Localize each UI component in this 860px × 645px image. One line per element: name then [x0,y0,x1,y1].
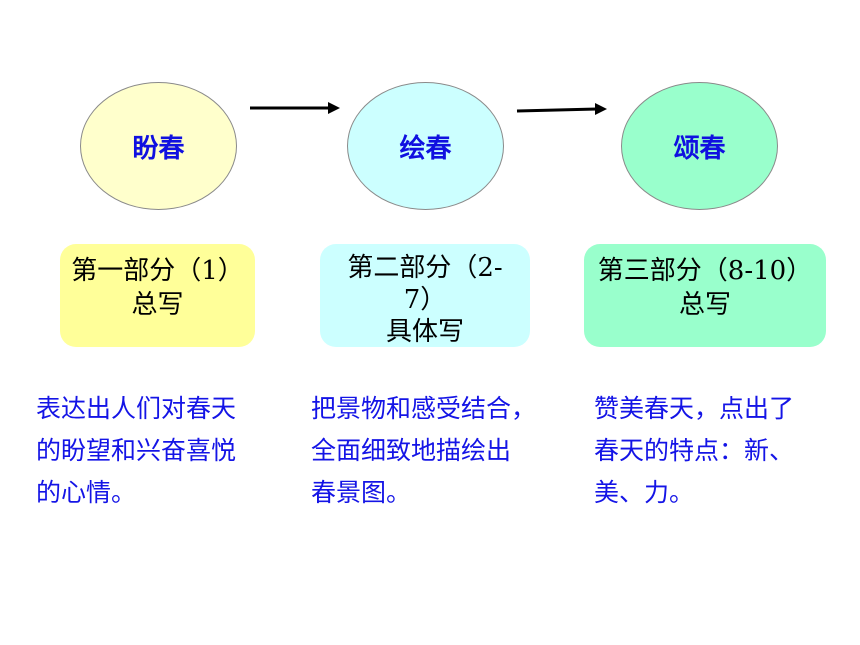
description-line: 表达出人们对春天 [36,394,237,423]
description-1: 表达出人们对春天 的盼望和兴奋喜悦 的心情。 [36,388,236,514]
part-line: 总写 [131,290,184,320]
stage-ellipse-3: 颂春 [621,82,778,210]
description-3: 赞美春天，点出了 春天的特点：新、 美、力。 [594,388,794,514]
part-line: 总写 [678,290,731,320]
part-line: 第二部分（2- [347,253,503,283]
arrow-right-icon [516,103,607,115]
description-line: 把景物和感受结合， [311,394,537,423]
part-box-1: 第一部分（1） 总写 [60,244,255,347]
description-line: 的盼望和兴奋喜悦 [36,436,237,465]
stage-title-1: 盼春 [132,133,185,164]
part-box-3: 第三部分（8-10） 总写 [584,244,826,347]
stage-ellipse-2: 绘春 [347,82,504,210]
stage-ellipse-1: 盼春 [80,82,237,210]
description-line: 春天的特点：新、 [594,436,795,465]
part-line: 具体写 [385,317,464,347]
part-line: 7） [403,285,447,315]
description-line: 全面细致地描绘出 [311,436,512,465]
stage-title-3: 颂春 [673,133,726,164]
description-line: 的心情。 [36,478,137,507]
stage-title-2: 绘春 [399,133,452,164]
part-box-2: 第二部分（2- 7） 具体写 [320,244,530,347]
description-2: 把景物和感受结合， 全面细致地描绘出 春景图。 [311,388,536,514]
arrow-right-icon [250,102,340,114]
part-line: 第三部分（8-10） [597,256,813,286]
description-line: 春景图。 [311,478,412,507]
description-line: 赞美春天，点出了 [594,394,795,423]
description-line: 美、力。 [594,478,695,507]
part-line: 第一部分（1） [71,256,244,286]
